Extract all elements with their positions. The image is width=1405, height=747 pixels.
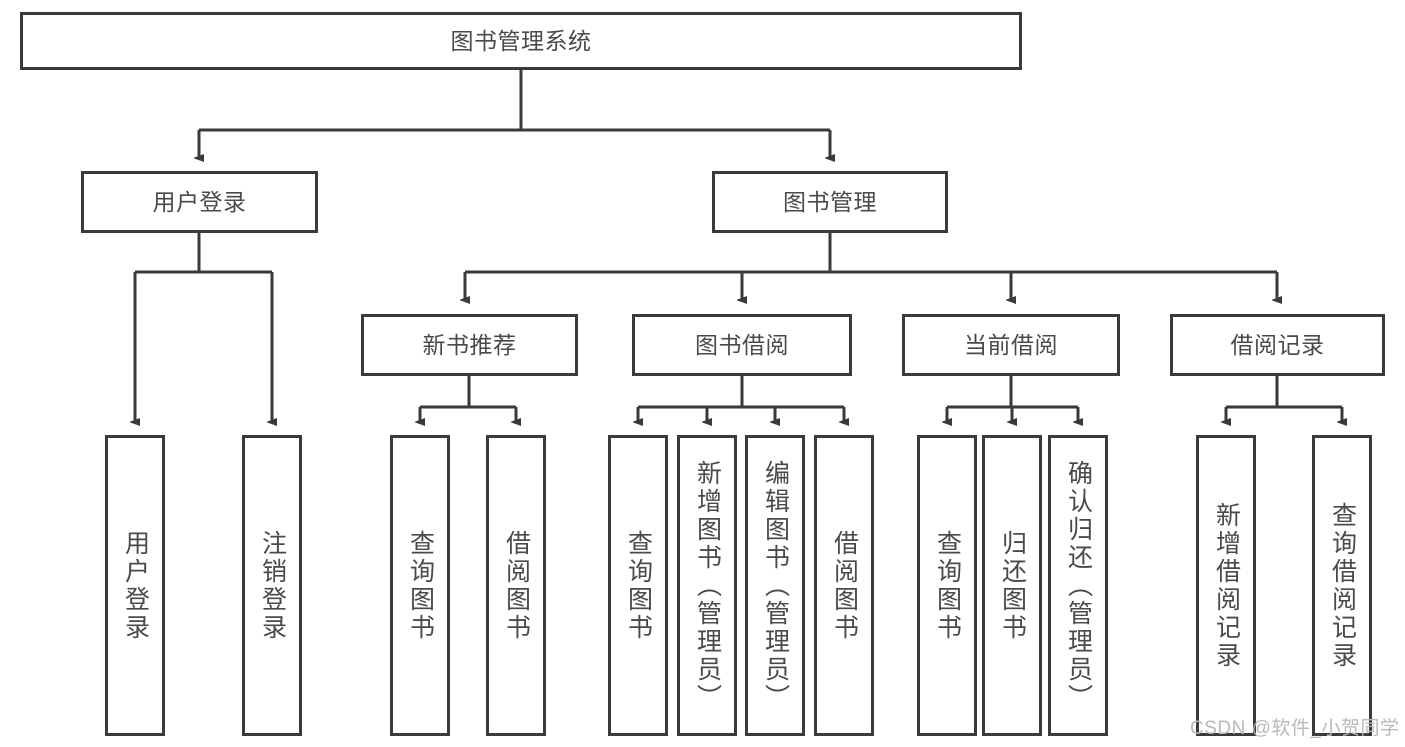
node-label: 图书借阅 [695, 331, 789, 358]
node-current-borrow[interactable]: 当前借阅 [902, 314, 1120, 376]
leaf-return-book[interactable]: 归还图书 [982, 435, 1042, 736]
node-label: 用户登录 [121, 529, 150, 642]
node-borrow-record[interactable]: 借阅记录 [1170, 314, 1385, 376]
watermark: CSDN @软件_小贺同学 [1190, 718, 1400, 739]
node-label: 新书推荐 [422, 331, 517, 358]
leaf-query-book-current[interactable]: 查询图书 [917, 435, 977, 736]
node-label: 图书管理系统 [450, 27, 592, 54]
leaf-edit-book-admin[interactable]: 编辑图书（管理员） [745, 435, 805, 736]
node-user-login[interactable]: 用户登录 [81, 171, 318, 233]
node-label: 借阅图书 [830, 529, 859, 642]
leaf-add-book-admin[interactable]: 新增图书（管理员） [677, 435, 737, 736]
leaf-user-logout[interactable]: 注销登录 [242, 435, 302, 736]
leaf-borrow-book-recommend[interactable]: 借阅图书 [486, 435, 546, 736]
node-label: 新增借阅记录 [1212, 501, 1241, 670]
leaf-user-login[interactable]: 用户登录 [105, 435, 165, 736]
node-label: 借阅图书 [502, 529, 531, 642]
leaf-confirm-return-admin[interactable]: 确认归还（管理员） [1048, 435, 1108, 736]
node-label: 查询图书 [933, 529, 962, 642]
leaf-query-book-recommend[interactable]: 查询图书 [390, 435, 450, 736]
node-book-management[interactable]: 图书管理 [712, 171, 948, 233]
leaf-query-borrow-record[interactable]: 查询借阅记录 [1312, 435, 1372, 736]
node-label: 注销登录 [258, 529, 287, 642]
node-root-system[interactable]: 图书管理系统 [20, 12, 1022, 70]
node-label: 图书管理 [783, 188, 877, 215]
node-label: 用户登录 [152, 188, 247, 215]
node-label: 当前借阅 [964, 331, 1058, 358]
node-label: 归还图书 [998, 529, 1027, 642]
node-new-book-recommend[interactable]: 新书推荐 [361, 314, 578, 376]
node-label: 新增图书（管理员） [693, 459, 722, 712]
node-label: 编辑图书（管理员） [761, 459, 790, 712]
node-label: 借阅记录 [1230, 331, 1325, 358]
node-label: 查询借阅记录 [1328, 501, 1357, 670]
node-label: 确认归还（管理员） [1064, 459, 1093, 712]
node-book-borrow[interactable]: 图书借阅 [632, 314, 852, 376]
leaf-borrow-book[interactable]: 借阅图书 [814, 435, 874, 736]
node-label: 查询图书 [406, 529, 435, 642]
node-label: 查询图书 [624, 529, 653, 642]
leaf-query-book-borrow[interactable]: 查询图书 [608, 435, 668, 736]
leaf-add-borrow-record[interactable]: 新增借阅记录 [1196, 435, 1256, 736]
